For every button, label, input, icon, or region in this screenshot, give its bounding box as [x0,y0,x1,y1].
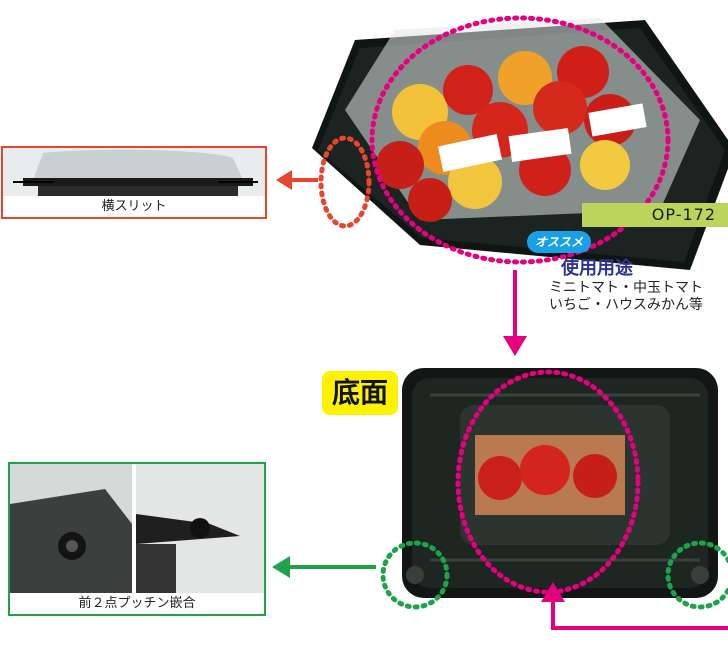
model-tag: OP-172 [582,203,728,227]
side-slit-caption: 横スリット [3,196,265,217]
recommend-badge: オススメ [527,231,591,253]
arrow-left-green-icon [272,556,376,578]
bottom-view-badge: 底面 [322,371,398,415]
arrow-left-red-icon [276,170,318,190]
product-photo-bottom [380,368,728,610]
front-snap-detail: 前２点プッチン嵌合 [8,462,266,616]
front-snap-photos [10,464,264,594]
usage-line-1: ミニトマト・中玉トマト [549,280,703,296]
usage-title: 使用用途 [561,258,633,279]
product-photo-top [312,15,728,270]
model-number: OP-172 [651,205,716,224]
arrow-up-magenta-icon [541,582,728,630]
usage-line-2: いちご・ハウスみかん等 [549,297,703,313]
side-slit-detail: 横スリット [1,146,267,219]
side-slit-photo [3,148,265,198]
arrow-down-magenta-icon [503,270,527,356]
front-snap-caption: 前２点プッチン嵌合 [10,593,264,614]
